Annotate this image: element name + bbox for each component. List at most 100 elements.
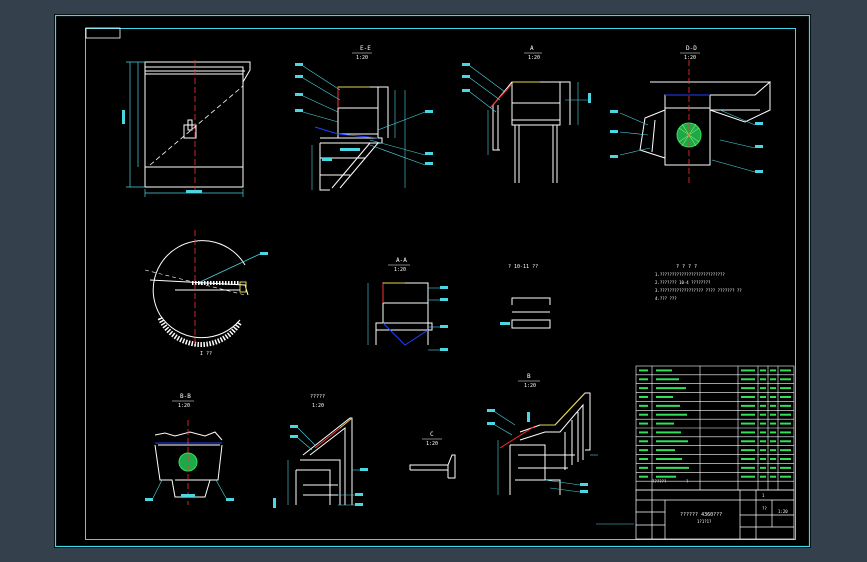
corner-stamp — [85, 27, 121, 39]
detail-leaders — [287, 427, 360, 506]
aa-labels — [440, 286, 448, 351]
bom-cell-mark — [656, 396, 673, 398]
bom-cell-mark — [780, 466, 791, 469]
bb-labels — [145, 494, 234, 501]
outer-frame — [54, 14, 811, 548]
bom-cell-mark — [780, 440, 791, 443]
bom-cell-mark — [639, 422, 648, 425]
view-b-title: B — [527, 373, 531, 380]
a-leaders — [469, 65, 590, 155]
view-ee — [319, 86, 389, 191]
bom-cell-mark — [741, 475, 755, 478]
bom-cell-mark — [770, 387, 776, 390]
ee-leaders — [302, 65, 426, 190]
title-scale: 1:20 — [778, 509, 788, 514]
a-labels — [462, 63, 591, 103]
bom-cell-mark — [639, 449, 648, 452]
a-red — [489, 83, 513, 109]
aa-leaders — [367, 283, 440, 351]
title-left1: ?????? — [652, 479, 667, 484]
title-name2: 1?1?1? — [697, 519, 712, 524]
bom-cell-mark — [780, 413, 791, 416]
bom-cell-mark — [656, 387, 686, 390]
bom-cell-mark — [639, 413, 648, 416]
circle-leader — [199, 253, 261, 283]
bom-cell-mark — [741, 440, 755, 443]
bom-cell-mark — [780, 369, 791, 372]
view-ee-scale: 1:20 — [356, 55, 368, 61]
bom-cell-mark — [741, 396, 755, 398]
bom-cell-mark — [770, 378, 776, 381]
notes-line4: 4.??? ??? — [655, 296, 677, 301]
bom-cell-mark — [656, 475, 676, 478]
bb-leaders — [152, 479, 227, 499]
view-a-title: A — [530, 45, 534, 52]
bom-cell-mark — [639, 458, 648, 460]
bom-cell-mark — [770, 475, 776, 478]
view-bb-scale: 1:20 — [178, 403, 190, 409]
b-yellow — [540, 392, 586, 426]
part-10-11 — [511, 297, 551, 329]
bom-cell-mark — [780, 458, 791, 460]
bom-cell-mark — [639, 440, 648, 443]
circle-bracket — [239, 281, 247, 293]
bom-cell-mark — [760, 387, 766, 390]
view-b-scale: 1:20 — [524, 383, 536, 389]
bom-cell-mark — [639, 431, 648, 434]
bom-cell-mark — [780, 422, 791, 425]
bom-table — [635, 365, 795, 491]
bom-cell-mark — [780, 431, 791, 434]
bom-cell-mark — [656, 466, 689, 469]
view-detail-title: ????? — [310, 394, 325, 400]
bom-cell-mark — [741, 404, 755, 407]
notes-line2: 2.??????? 10-4 ???????? — [655, 280, 711, 285]
view-a — [492, 81, 571, 183]
bom-cell-mark — [656, 422, 674, 425]
view-detail-scale: 1:20 — [312, 403, 324, 409]
ee-labels — [295, 63, 433, 165]
label — [260, 252, 268, 255]
bom-cell-mark — [770, 431, 776, 434]
dd-leaders — [619, 109, 756, 173]
view-aa-scale: 1:20 — [394, 267, 406, 273]
ee-blue — [314, 126, 379, 139]
bom-cell-mark — [639, 396, 648, 398]
bom-cell-mark — [760, 458, 766, 460]
aa-blue — [382, 322, 429, 346]
bom-cell-mark — [639, 475, 648, 478]
bom-cell-mark — [656, 458, 682, 460]
view-c-title: C — [430, 431, 434, 438]
bom-cell-mark — [770, 404, 776, 407]
bom-cell-mark — [780, 378, 791, 381]
diag — [149, 85, 244, 166]
bom-cell-mark — [741, 369, 755, 372]
circle-teeth — [157, 316, 243, 347]
dim-text — [122, 110, 125, 124]
bom-cell-mark — [760, 378, 766, 381]
bom-cell-mark — [656, 404, 680, 407]
bom-cell-mark — [760, 422, 766, 425]
detail-labels — [273, 425, 368, 508]
bom-cell-mark — [760, 396, 766, 398]
title-mid1: ?? — [762, 506, 767, 511]
bom-cell-mark — [656, 369, 672, 372]
bom-cell-mark — [656, 440, 688, 443]
view-dd-scale: 1:20 — [684, 55, 696, 61]
bom-cell-mark — [760, 449, 766, 452]
bom-cell-mark — [760, 431, 766, 434]
bom-cell-mark — [656, 431, 681, 434]
bom-cell-mark — [760, 475, 766, 478]
bom-cell-mark — [639, 404, 648, 407]
view-detail — [295, 417, 353, 505]
notes-title: ? ? ? ? — [676, 264, 697, 270]
bom-cell-mark — [656, 413, 687, 416]
dd-labels — [610, 110, 763, 173]
bom-cell-mark — [780, 475, 791, 478]
dim-text — [186, 190, 202, 193]
title-name1: ?????? 4360??? — [680, 512, 722, 518]
bom-cell-mark — [770, 369, 776, 372]
bom-cell-mark — [760, 466, 766, 469]
bom-cell-mark — [741, 458, 755, 460]
